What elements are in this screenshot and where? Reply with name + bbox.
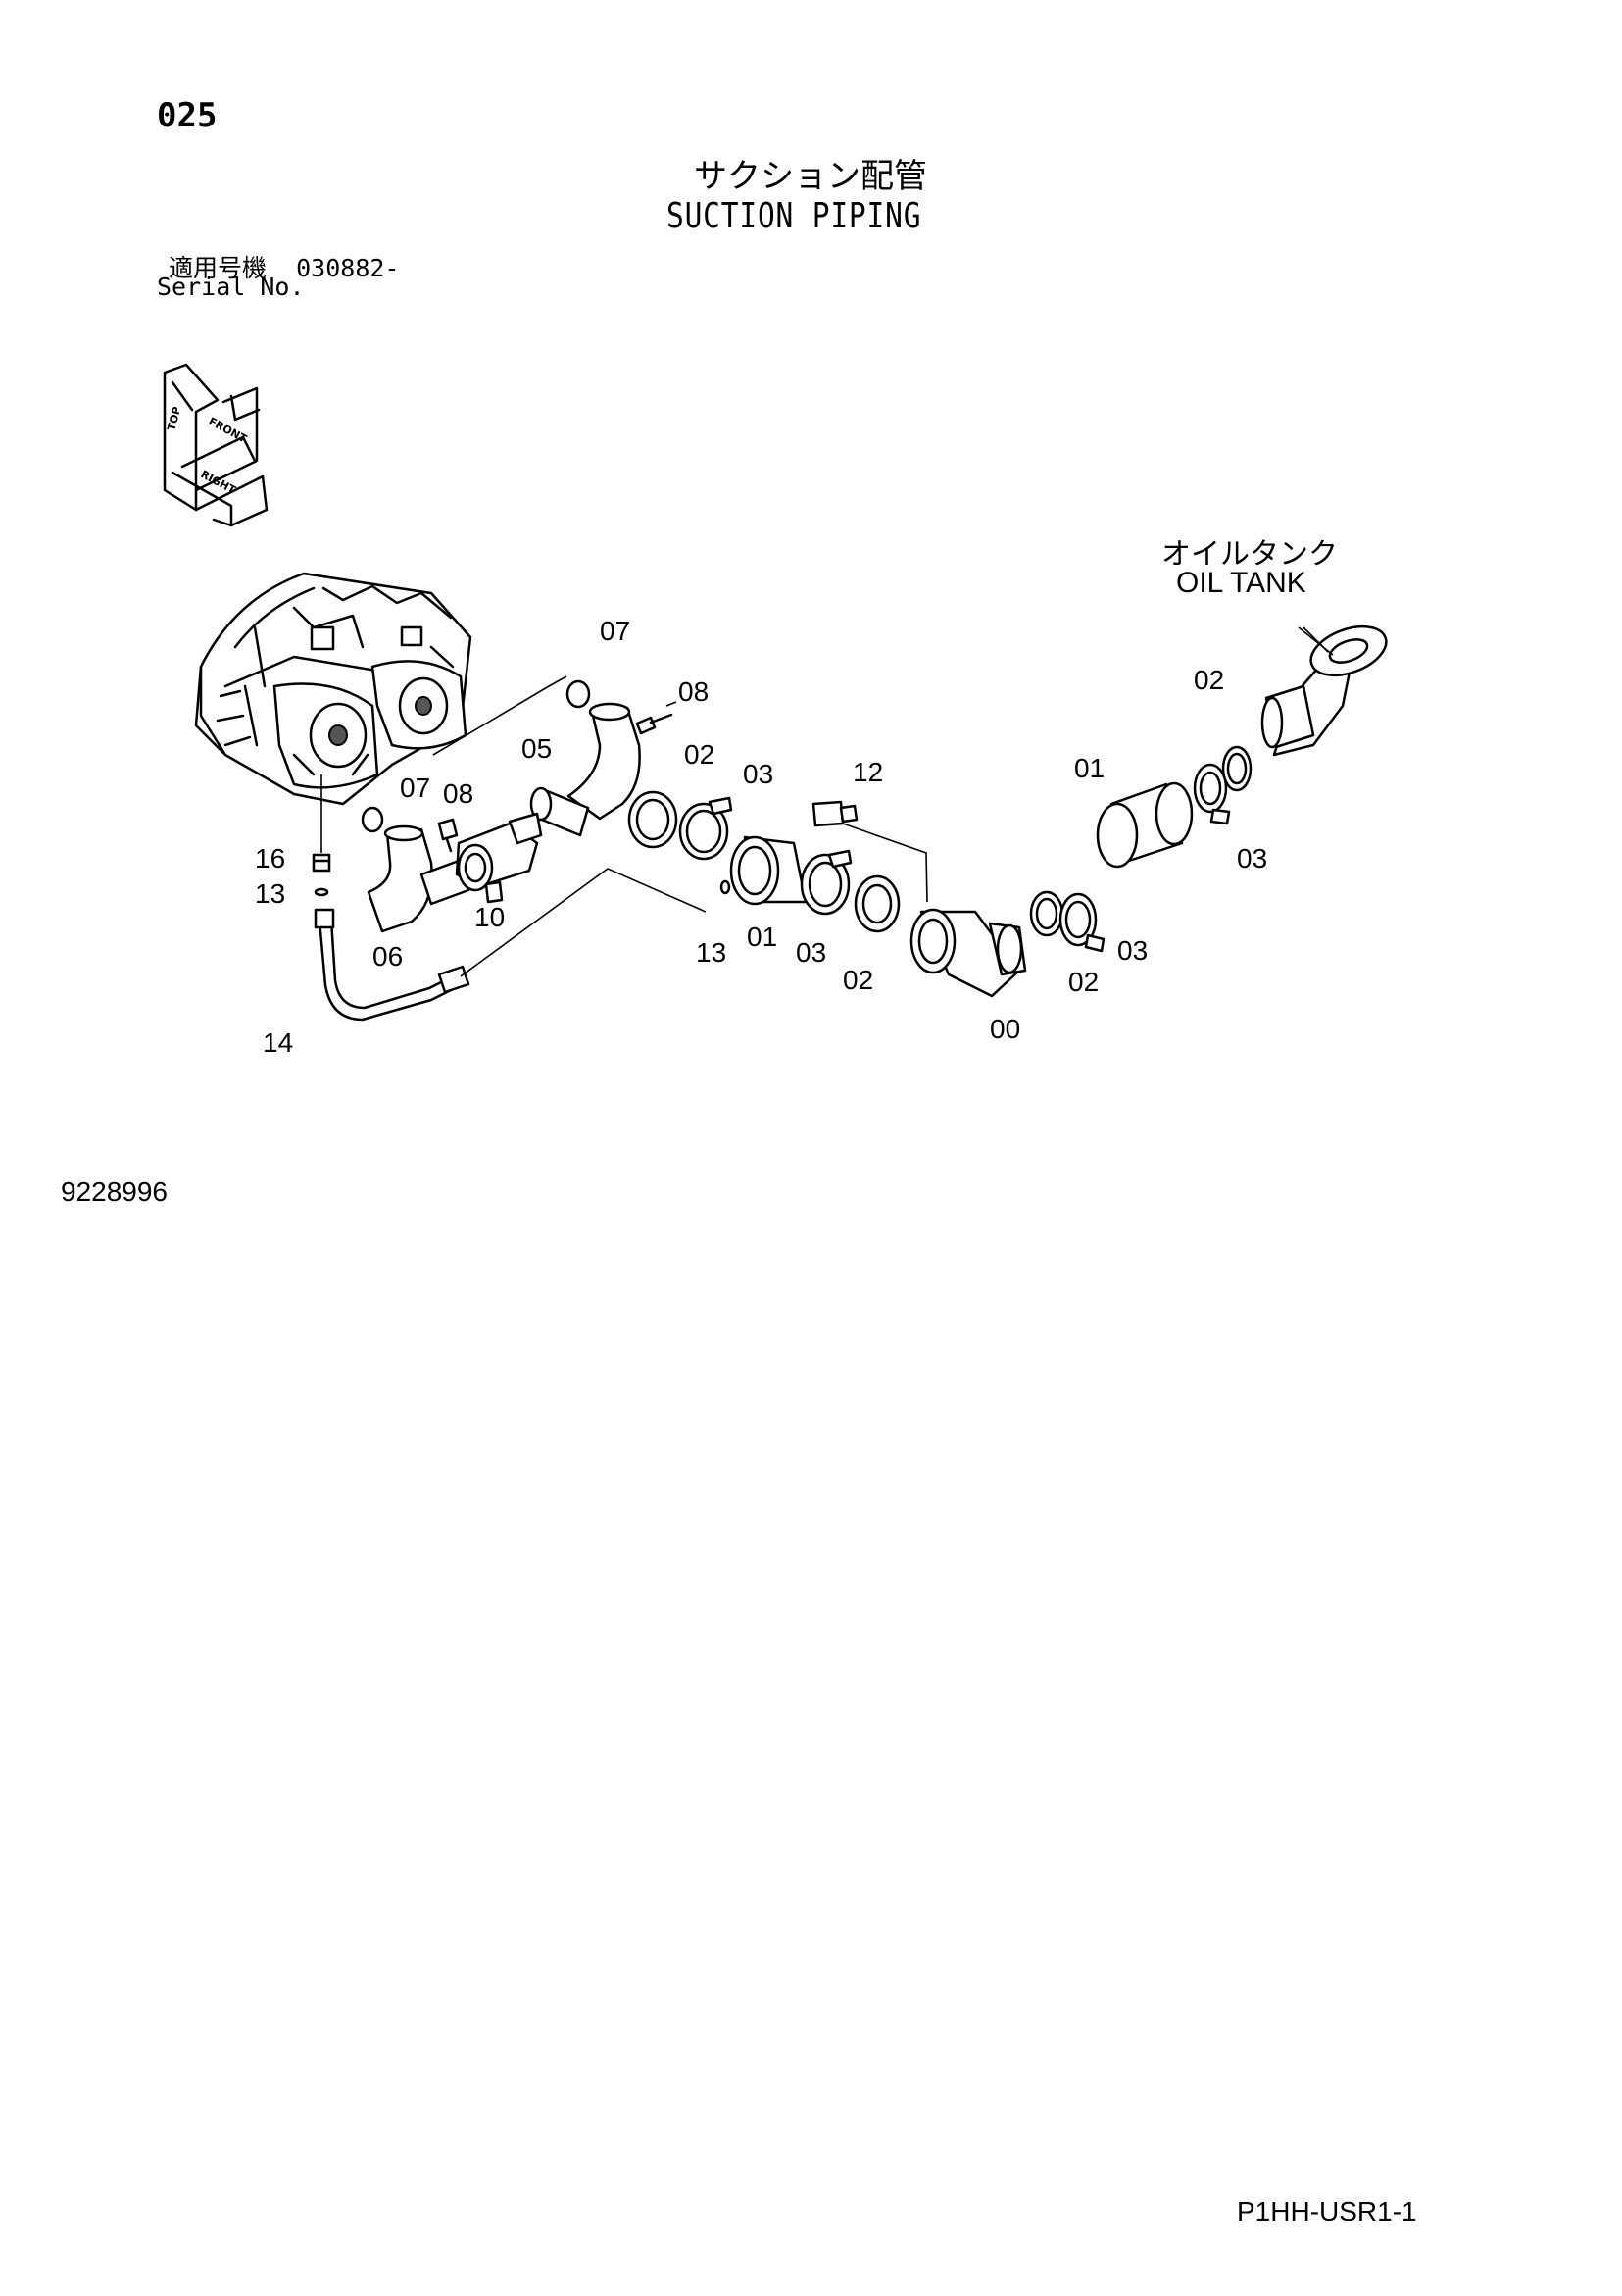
leader-line [432,675,567,756]
serial-number-row: 適用号機 030882- [169,249,399,284]
hose-band-part-02-middle [854,874,901,933]
callout-06: 06 [372,941,404,972]
rubber-hose-part-01-upper [729,835,808,906]
serial-label-english: Serial No. [157,273,305,301]
callout-02-middle: 02 [843,965,874,995]
orientation-label-top: TOP [165,405,183,431]
callout-03-middle: 03 [796,937,827,968]
oil-tank-label-japanese: オイルタンク [1161,538,1338,571]
callout-13-left: 13 [255,878,286,909]
callout-02-lower: 02 [1068,967,1100,997]
callout-01-right: 01 [1074,753,1106,783]
callout-02-right: 02 [1194,665,1225,695]
clamp-part-03-lower [1058,892,1106,953]
bolt-part-08-upper [635,701,677,735]
plug-part-16 [312,853,331,873]
o-ring-part-13-left [314,887,329,897]
hose-band-part-02-lower [1029,890,1064,937]
serial-value: 030882- [296,254,400,282]
hose-band-part-02-right [1221,745,1253,792]
hydraulic-pump-assembly [194,572,472,806]
page-title: SUCTION PIPING [666,196,922,236]
elbow-pipe-part-05 [529,702,641,837]
page-code: P1HH-USR1-1 [1237,2196,1417,2226]
clamp-part-03-upper [678,796,733,861]
callout-07-upper: 07 [600,616,631,646]
callout-02-upper: 02 [684,739,715,770]
o-ring-part-13-middle [719,879,731,895]
oil-tank-outlet [1260,624,1388,757]
callout-07-lower: 07 [400,773,431,803]
callout-03-upper: 03 [743,759,774,789]
elbow-pipe-part-06 [367,824,470,933]
callout-16: 16 [255,843,286,873]
clamp-part-03-middle [800,849,853,916]
callout-03-lower: 03 [1117,935,1149,966]
leader-tank [1298,626,1334,656]
callout-00: 00 [990,1014,1021,1044]
fitting-part-12 [811,800,928,903]
drain-hose-part-14 [314,868,707,1022]
oil-tank-label: OIL TANK [1176,567,1306,599]
callout-14: 14 [263,1027,294,1058]
callout-08-lower: 08 [443,778,474,809]
callout-12: 12 [853,757,884,787]
orientation-label-front: FRONT [207,415,250,445]
callout-10: 10 [474,902,506,932]
callout-01-middle: 01 [747,922,778,952]
flange-part-10 [455,812,543,904]
orientation-cube-icon: TOP FRONT RIGHT [163,363,269,527]
page-number: 025 [157,96,218,135]
rubber-hose-part-01-right [1096,781,1194,869]
clamp-part-03-right [1193,763,1231,825]
hose-band-part-02-upper [627,790,678,849]
callout-03-right: 03 [1237,843,1268,873]
o-ring-part-07-lower [361,806,384,833]
callout-08-upper: 08 [678,676,710,707]
title-japanese: サクション配管 [694,158,927,195]
serial-label-japanese: 適用号機 [169,254,268,282]
bolt-part-08-lower [437,818,459,853]
callout-13-middle: 13 [696,937,727,968]
document-number: 9228996 [61,1176,169,1207]
o-ring-part-07-upper [565,679,591,709]
callout-05: 05 [521,733,553,764]
elbow-pipe-part-00 [909,908,1027,998]
